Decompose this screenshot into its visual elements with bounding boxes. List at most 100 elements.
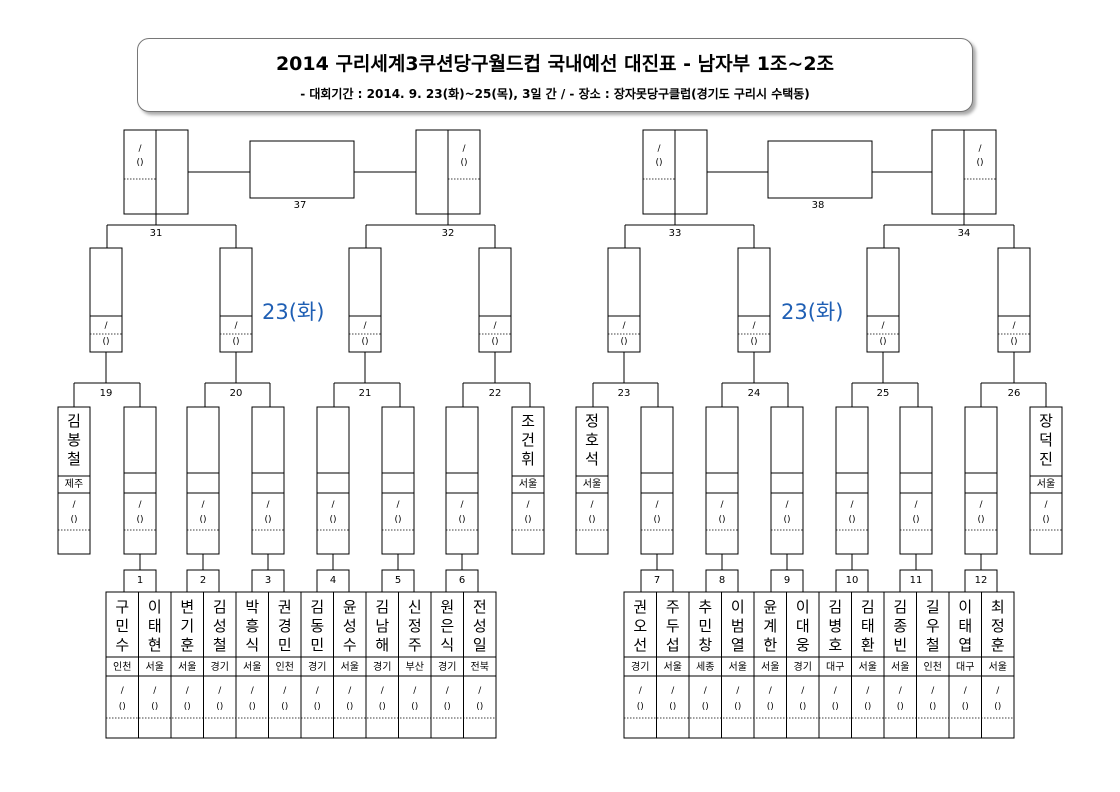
- bye-player-region: 제주: [64, 479, 84, 490]
- player-region: 경기: [438, 662, 457, 673]
- player-name: 이 태 엽: [958, 598, 973, 654]
- round1-score-slash: /: [655, 500, 659, 510]
- round2-score-slash: /: [622, 321, 626, 331]
- player-region: 경기: [308, 662, 327, 673]
- player-score-slash: /: [963, 686, 967, 696]
- round1-box: [123, 406, 157, 555]
- player-name: 이 범 열: [730, 598, 745, 654]
- player-region: 인천: [923, 662, 942, 673]
- round1-score-paren: (): [848, 515, 856, 525]
- player-name: 전 성 일: [472, 598, 487, 654]
- bye-player-name: 조 건 휘: [521, 412, 535, 468]
- player-score-slash: /: [638, 686, 642, 696]
- bye-player-region: 서울: [582, 479, 602, 490]
- player-region: 서울: [858, 662, 877, 673]
- player-region: 부산: [405, 662, 424, 673]
- round2-score-slash: /: [234, 321, 238, 331]
- page-subtitle: - 대회기간 : 2014. 9. 23(화)~25(목), 3일 간 / - …: [300, 87, 810, 101]
- player-score-paren: (): [734, 702, 742, 712]
- player-score-paren: (): [636, 702, 644, 712]
- player-name: 김 동 민: [310, 598, 325, 654]
- player-region: 서울: [145, 662, 164, 673]
- round1-box: [640, 406, 674, 555]
- round1-match-number: 1: [136, 575, 144, 586]
- player-score-slash: /: [768, 686, 772, 696]
- bye-box: [511, 406, 545, 555]
- player-score-paren: (): [831, 702, 839, 712]
- round1-score-paren: (): [394, 515, 402, 525]
- round1-box: [835, 406, 869, 555]
- player-score-paren: (): [929, 702, 937, 712]
- player-name: 이 태 현: [147, 598, 162, 654]
- bye-score-slash: /: [1044, 500, 1048, 510]
- player-name: 박 흥 식: [245, 598, 260, 654]
- player-score-paren: (): [216, 702, 224, 712]
- round1-match-number: 8: [718, 575, 726, 586]
- round1-box: [964, 406, 998, 555]
- player-name: 주 두 섭: [665, 598, 680, 654]
- player-score-slash: /: [380, 686, 384, 696]
- player-name: 원 은 식: [440, 598, 455, 654]
- player-name: 김 남 해: [375, 598, 390, 654]
- round1-score-slash: /: [460, 500, 464, 510]
- bye-score-slash: /: [590, 500, 594, 510]
- round1-match-number: 5: [394, 575, 402, 586]
- player-score-paren: (): [766, 702, 774, 712]
- round1-score-paren: (): [653, 515, 661, 525]
- player-score-paren: (): [476, 702, 484, 712]
- final-left-score-slash: /: [657, 144, 661, 154]
- round2-score-paren: (): [361, 337, 369, 347]
- player-score-paren: (): [701, 702, 709, 712]
- player-region: 전북: [470, 662, 489, 673]
- player-score-paren: (): [281, 702, 289, 712]
- player-score-paren: (): [248, 702, 256, 712]
- round1-match-number: 3: [264, 575, 272, 586]
- player-name: 윤 계 한: [763, 598, 778, 654]
- bye-box: [57, 406, 91, 555]
- player-score-paren: (): [313, 702, 321, 712]
- round2-match-number: 22: [488, 388, 502, 399]
- final-right-score-paren: (): [976, 158, 984, 168]
- final-left-score-slash: /: [138, 144, 142, 154]
- day-label: 23(화): [262, 300, 325, 324]
- player-score-paren: (): [378, 702, 386, 712]
- player-region: 서울: [178, 662, 197, 673]
- player-score-slash: /: [315, 686, 319, 696]
- round1-box: [186, 406, 220, 555]
- final-right-score-slash: /: [978, 144, 982, 154]
- player-score-slash: /: [413, 686, 417, 696]
- round2-score-slash: /: [881, 321, 885, 331]
- round1-score-paren: (): [329, 515, 337, 525]
- player-score-slash: /: [218, 686, 222, 696]
- player-score-slash: /: [801, 686, 805, 696]
- round1-score-slash: /: [266, 500, 270, 510]
- round1-box: [251, 406, 285, 555]
- round1-score-slash: /: [914, 500, 918, 510]
- bye-player-region: 서울: [518, 479, 538, 490]
- round1-match-number: 6: [458, 575, 466, 586]
- player-name: 신 정 주: [407, 598, 422, 654]
- round1-match-number: 11: [909, 575, 923, 586]
- player-score-slash: /: [120, 686, 124, 696]
- player-score-slash: /: [898, 686, 902, 696]
- bye-box: [1029, 406, 1063, 555]
- player-name: 김 성 철: [212, 598, 227, 654]
- round1-score-paren: (): [912, 515, 920, 525]
- semi-match-number: 34: [957, 228, 971, 239]
- player-score-slash: /: [931, 686, 935, 696]
- round2-match-number: 21: [358, 388, 372, 399]
- player-region: 대구: [826, 662, 845, 673]
- player-region: 인천: [275, 662, 294, 673]
- round2-score-slash: /: [752, 321, 756, 331]
- player-score-slash: /: [833, 686, 837, 696]
- round1-score-slash: /: [720, 500, 724, 510]
- day-label: 23(화): [781, 300, 844, 324]
- player-score-slash: /: [671, 686, 675, 696]
- player-region: 경기: [373, 662, 392, 673]
- round2-score-paren: (): [750, 337, 758, 347]
- player-region: 서울: [243, 662, 262, 673]
- player-score-paren: (): [151, 702, 159, 712]
- round1-match-number: 12: [974, 575, 988, 586]
- round1-score-paren: (): [264, 515, 272, 525]
- player-score-slash: /: [348, 686, 352, 696]
